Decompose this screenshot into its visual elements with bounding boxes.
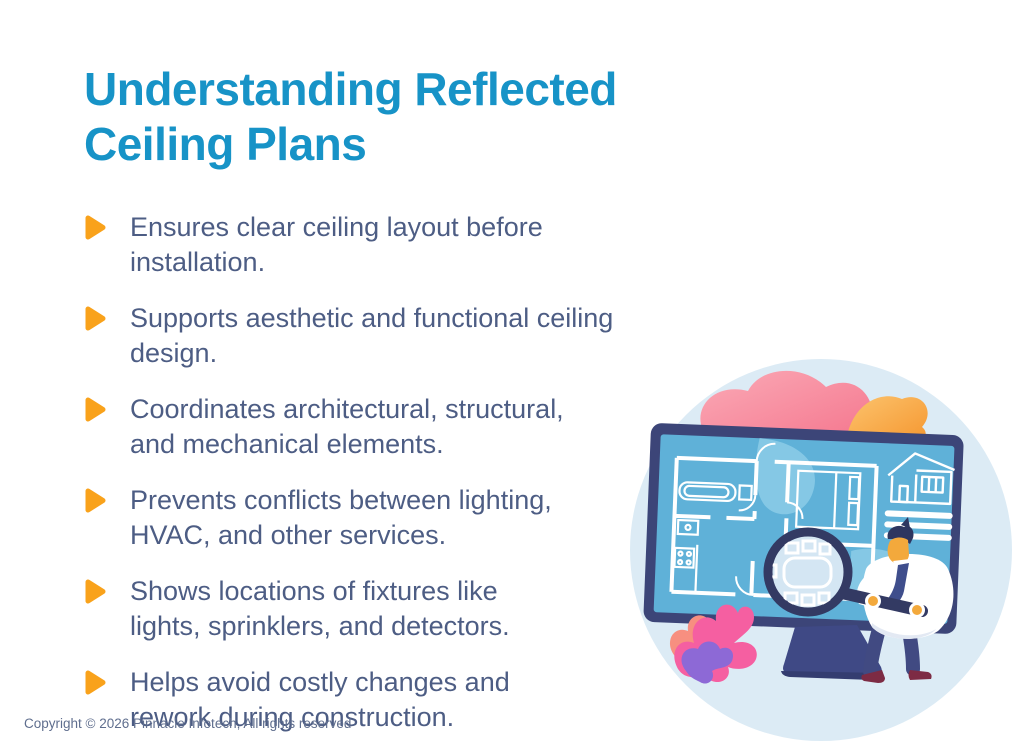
text-lines bbox=[883, 510, 953, 541]
magnified-table bbox=[772, 539, 833, 607]
bed-icon bbox=[794, 469, 862, 531]
bullet-list: Ensures clear ceiling layout before inst… bbox=[84, 210, 644, 734]
magnifier-icon bbox=[763, 527, 928, 618]
stove-icon bbox=[673, 544, 699, 593]
pink-blob bbox=[700, 370, 873, 443]
bullet-text: Helps avoid costly changes and rework du… bbox=[130, 667, 510, 732]
house-icon bbox=[887, 452, 955, 506]
person-face bbox=[887, 537, 909, 564]
list-item: Coordinates architectural, structural, a… bbox=[84, 392, 644, 461]
list-item: Ensures clear ceiling layout before inst… bbox=[84, 210, 644, 279]
person-shoe bbox=[908, 670, 932, 680]
person-shoe bbox=[861, 670, 885, 683]
magnifier-handle bbox=[836, 587, 928, 617]
text-column: Understanding Reflected Ceiling Plans En… bbox=[84, 62, 644, 753]
play-triangle-icon bbox=[84, 305, 108, 332]
bullet-text: Supports aesthetic and functional ceilin… bbox=[130, 303, 614, 368]
play-triangle-icon bbox=[84, 487, 108, 514]
bullet-text: Shows locations of fixtures like lights,… bbox=[130, 576, 510, 641]
page-title: Understanding Reflected Ceiling Plans bbox=[84, 63, 617, 171]
person-shirt bbox=[862, 553, 954, 639]
list-item: Prevents conflicts between lighting, HVA… bbox=[84, 483, 644, 552]
bathtub-icon bbox=[678, 481, 737, 503]
list-item: Shows locations of fixtures like lights,… bbox=[84, 574, 644, 643]
play-triangle-icon bbox=[84, 396, 108, 423]
illustration bbox=[630, 359, 1012, 741]
bullet-text: Coordinates architectural, structural, a… bbox=[130, 394, 564, 459]
bullet-text: Ensures clear ceiling layout before inst… bbox=[130, 212, 543, 277]
magnifier-lens bbox=[763, 527, 853, 617]
play-triangle-icon bbox=[84, 214, 108, 241]
bullet-text: Prevents conflicts between lighting, HVA… bbox=[130, 485, 552, 550]
copyright-text: Copyright © 2026 Pinnacle Infotech, All … bbox=[24, 716, 352, 731]
person-hand bbox=[912, 605, 922, 615]
monitor-stand bbox=[781, 625, 882, 680]
person-hand bbox=[868, 596, 878, 606]
sink-icon bbox=[676, 484, 753, 536]
person-figure bbox=[856, 517, 954, 683]
list-item: Supports aesthetic and functional ceilin… bbox=[84, 301, 644, 370]
list-item: Helps avoid costly changes and rework du… bbox=[84, 665, 644, 734]
play-triangle-icon bbox=[84, 669, 108, 696]
play-triangle-icon bbox=[84, 578, 108, 605]
coral-plant bbox=[669, 604, 757, 684]
person-tie bbox=[885, 563, 909, 609]
